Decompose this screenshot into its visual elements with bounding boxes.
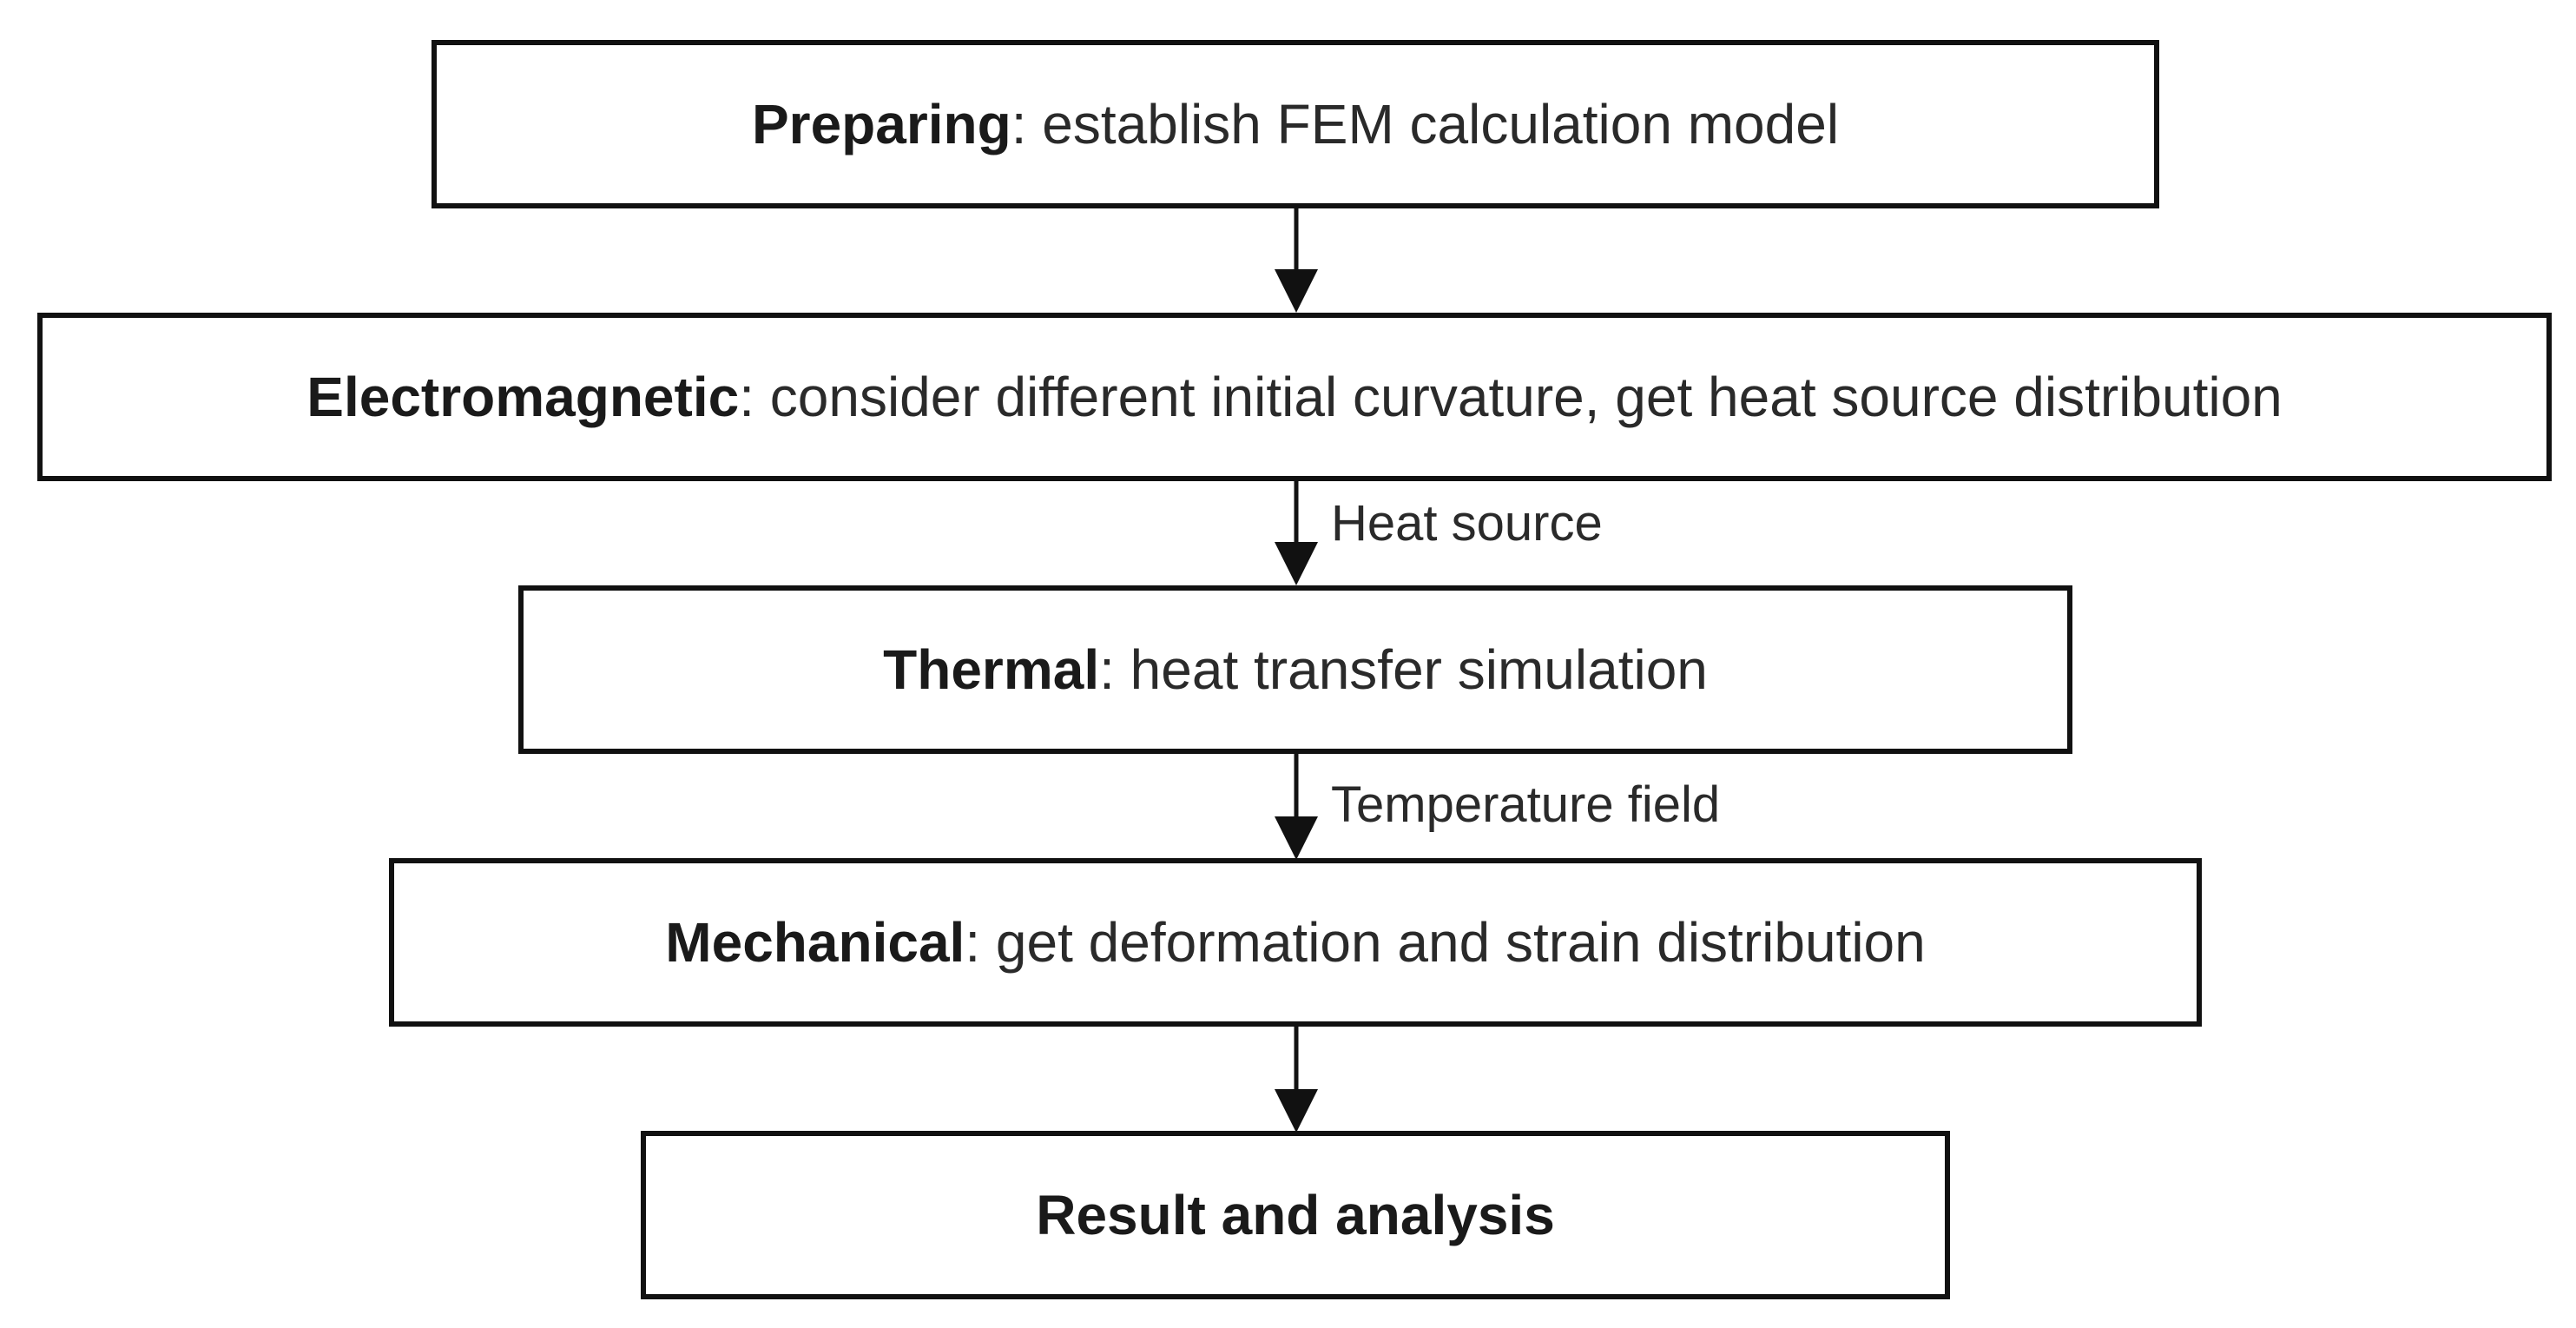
step-result-heading: Result and analysis — [1036, 1184, 1555, 1246]
step-thermal-heading: Thermal — [883, 638, 1100, 701]
step-electromagnetic-heading: Electromagnetic — [306, 366, 740, 428]
step-thermal: Thermal: heat transfer simulation — [518, 585, 2072, 754]
edge-label-heat-source: Heat source — [1331, 495, 1603, 552]
step-mechanical-heading: Mechanical — [665, 911, 965, 974]
step-electromagnetic: Electromagnetic: consider different init… — [37, 313, 2552, 481]
edge-label-temperature-field: Temperature field — [1331, 776, 1721, 833]
step-mechanical-text: : get deformation and strain distributio… — [965, 911, 1926, 974]
arrowhead-thermal-to-mechanical — [1275, 816, 1318, 860]
step-result: Result and analysis — [641, 1131, 1950, 1299]
step-preparing-heading: Preparing — [751, 93, 1011, 155]
step-electromagnetic-text: : consider different initial curvature, … — [739, 366, 2283, 428]
arrowhead-preparing-to-electromagnetic — [1275, 269, 1318, 313]
step-preparing: Preparing: establish FEM calculation mod… — [432, 40, 2159, 208]
arrowhead-electromagnetic-to-thermal — [1275, 542, 1318, 585]
arrowhead-mechanical-to-result — [1275, 1089, 1318, 1133]
step-mechanical: Mechanical: get deformation and strain d… — [389, 858, 2202, 1027]
step-preparing-text: : establish FEM calculation model — [1011, 93, 1840, 155]
step-thermal-text: : heat transfer simulation — [1099, 638, 1708, 701]
